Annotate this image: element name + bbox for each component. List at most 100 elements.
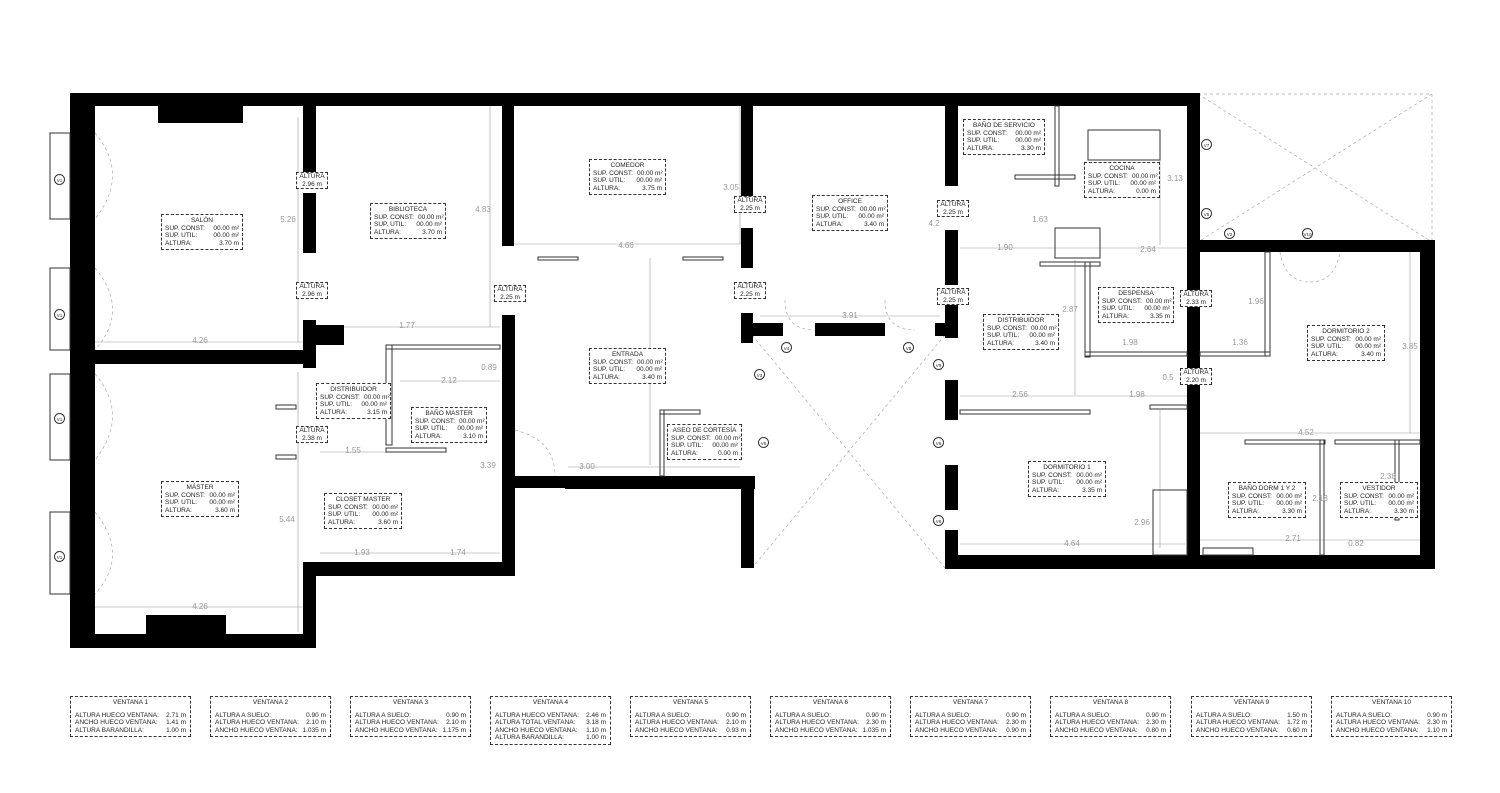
metric-value: 3.75 m <box>642 184 662 192</box>
dimension-label: 4.52 <box>1298 428 1314 437</box>
window-spec: ALTURA A SUELO:0.90 m <box>215 712 326 720</box>
metric-label: SUP. CONST: <box>816 205 856 213</box>
window-tag-v9: V9 <box>933 359 944 370</box>
room-metric: ALTURA: 3.35 m <box>1102 313 1170 321</box>
window-spec: ALTURA A SUELO:0.90 m <box>1055 712 1166 720</box>
metric-label: SUP. UTIL: <box>328 511 361 519</box>
room-metric: SUP. CONST:00.00 m² <box>1232 493 1302 501</box>
room-metric: SUP. CONST:00.00 m² <box>320 394 390 402</box>
height-label: ALTURA <box>940 201 966 208</box>
dimension-label: 1.93 <box>354 548 370 557</box>
metric-label: ALTURA: <box>816 220 843 228</box>
metric-value: 3.10 m <box>463 432 483 440</box>
metric-label: SUP. UTIL: <box>987 332 1020 340</box>
metric-label: SUP. UTIL: <box>593 366 626 374</box>
spec-label: ANCHO HUECO VENTANA: <box>775 726 858 734</box>
window-frames <box>49 132 1341 595</box>
dimension-label: 0.89 <box>481 363 497 372</box>
window-title: VENTANA 3 <box>392 699 429 706</box>
room-metric: ALTURA:0.00 m <box>671 450 738 458</box>
dimension-label: 0.5 <box>1162 373 1174 382</box>
metric-value: 00.00 m² <box>372 511 398 519</box>
spec-value: 3.18 m <box>586 719 606 727</box>
metric-label: SUP. CONST: <box>671 434 711 442</box>
room-name: COCINA <box>1109 165 1135 172</box>
spec-label: ALTURA A SUELO: <box>635 711 691 719</box>
room-metric: SUP. CONST:00.00 m² <box>967 130 1041 138</box>
window-title: VENTANA 9 <box>1233 699 1270 706</box>
room-metric: ALTURA:3.10 m <box>415 433 483 441</box>
spec-label: ANCHO HUECO VENTANA: <box>915 726 998 734</box>
spec-label: ALTURA HUECO VENTANA: <box>1336 719 1420 727</box>
metric-value: 3.35 m <box>1150 312 1170 320</box>
window-tag-v3: V3 <box>754 369 765 380</box>
room-metric: SUP. CONST:00.00 m² <box>1032 472 1102 480</box>
spec-label: ANCHO HUECO VENTANA: <box>1055 726 1138 734</box>
window-tag-v8: V8 <box>903 342 914 353</box>
spec-value: 1.035 m <box>862 726 887 734</box>
metric-label: ALTURA: <box>1232 507 1259 515</box>
room-name: MÁSTER <box>186 484 214 491</box>
height-value: 2.25 m <box>500 293 520 301</box>
room-metric: ALTURA:3.70 m <box>165 240 239 248</box>
room-name: BAÑO DORM 1 Y 2 <box>1238 485 1296 492</box>
window-spec: ALTURA HUECO VENTANA:2.71 m <box>75 712 186 720</box>
metric-value: 3.30 m <box>1394 507 1414 515</box>
dimension-label: 2.64 <box>1140 245 1156 254</box>
spec-label: ALTURA HUECO VENTANA: <box>775 719 859 727</box>
spec-value: 2.10 m <box>726 719 746 727</box>
window-title: VENTANA 10 <box>1372 699 1411 706</box>
dimension-label: 5.44 <box>279 515 295 524</box>
height-value: 2.25 m <box>740 204 760 212</box>
dimension-label: 2.96 <box>1134 518 1150 527</box>
thin-partitions <box>275 105 1421 556</box>
room-metric: SUP. UTIL:00.00 m² <box>1232 500 1302 508</box>
window-tag-v1: V1 <box>54 309 65 320</box>
spec-label: ALTURA HUECO VENTANA: <box>1196 719 1280 727</box>
room-name: DORMITORIO 1 <box>1043 464 1091 471</box>
spec-value: 0.90 m <box>1146 711 1166 719</box>
metric-label: ALTURA: <box>320 408 347 416</box>
dimension-label: 1.98 <box>1122 338 1138 347</box>
dimension-label: 1.36 <box>1232 338 1248 347</box>
metric-value: 00.00 m² <box>1388 500 1414 508</box>
dimension-label: 1.55 <box>345 446 361 455</box>
metric-value: 00.00 m² <box>712 442 738 450</box>
metric-value: 3.30 m <box>1021 144 1041 152</box>
room-metric: SUP. CONST:00.00 m² <box>1311 336 1381 344</box>
dimension-label: 3.39 <box>480 461 496 470</box>
dimension-label: 3.13 <box>1167 174 1183 183</box>
metric-value: 00.00 m² <box>1355 343 1381 351</box>
metric-value: 00.00 m² <box>1276 500 1302 508</box>
metric-label: SUP. UTIL: <box>967 137 1000 145</box>
height-label: ALTURA <box>1183 369 1209 376</box>
dimension-label: 0.82 <box>1348 539 1364 548</box>
room-name: COMEDOR <box>610 162 645 169</box>
metric-value: 00.00 m² <box>1355 335 1381 343</box>
metric-value: 00.00 m² <box>1076 471 1102 479</box>
dimension-label: 4.2 <box>928 219 940 228</box>
window-spec: ANCHO HUECO VENTANA:0.60 m <box>1196 727 1307 735</box>
metric-label: ALTURA: <box>1102 312 1129 320</box>
room-metric: ALTURA:3.60 m <box>165 507 235 515</box>
spec-value: 0.90 m <box>446 711 466 719</box>
metric-label: SUP. CONST: <box>1344 492 1384 500</box>
room-metric: SUP. UTIL:00.00 m² <box>415 425 483 433</box>
spec-value: 0.90 m <box>1006 711 1026 719</box>
window-title: VENTANA 6 <box>812 699 849 706</box>
window-spec: ANCHO HUECO VENTANA:1.41 m <box>75 719 186 727</box>
metric-label: ALTURA: <box>967 144 994 152</box>
room-name: DORMITORIO 2 <box>1322 328 1370 335</box>
